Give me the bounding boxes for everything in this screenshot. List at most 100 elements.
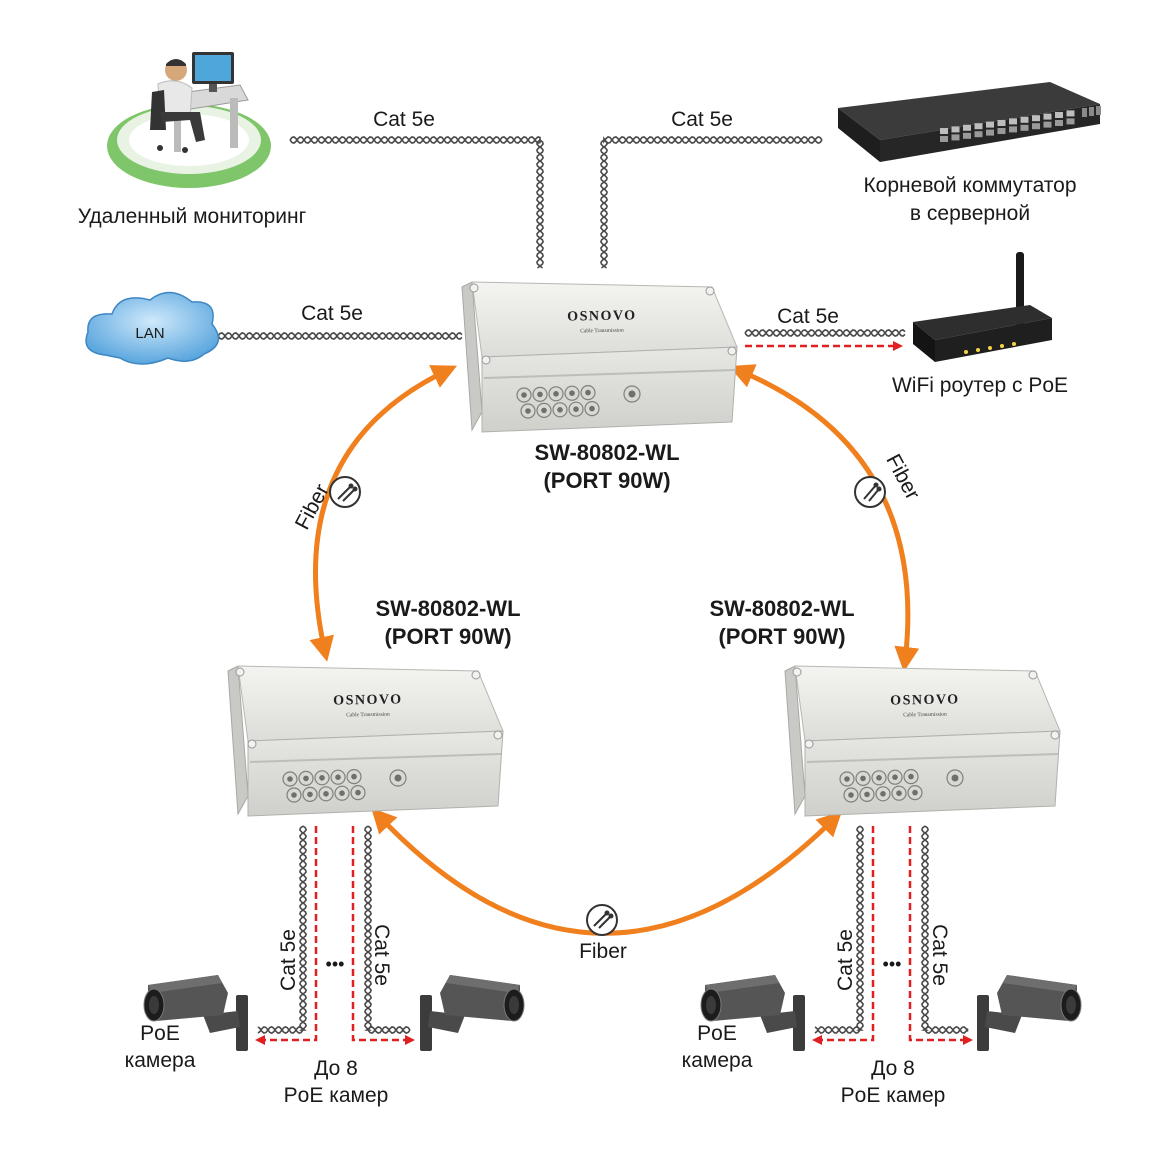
brand-tagline: Cable Transmission (346, 712, 390, 719)
cable-router (744, 329, 906, 337)
poe-camera-icon (977, 975, 1082, 1051)
brand-logo: OSNOVO (567, 308, 637, 324)
switch-model-top: SW-80802-WL (534, 440, 679, 465)
cat5e-label-top-left: Cat 5e (373, 108, 435, 131)
fiber-label-left: Fiber (291, 480, 334, 533)
cat5e-label-right-cam1: Cat 5e (834, 929, 857, 991)
lan-cloud-icon: LAN (85, 291, 220, 365)
poe-cameras (143, 975, 1082, 1051)
cat5e-label-right-cam2: Cat 5e (928, 924, 951, 986)
up-to-label-right-line2: PoE камер (841, 1084, 946, 1107)
switch-port (1055, 112, 1063, 118)
more-cameras-dots-left: ••• (326, 954, 345, 974)
cat5e-label-router: Cat 5e (777, 305, 839, 328)
switch-label-right: SW-80802-WL (PORT 90W) (709, 596, 854, 649)
fiber-connector-icon (586, 904, 618, 936)
cable-right-cam2 (921, 825, 969, 1035)
switch-port (951, 126, 960, 133)
switch-port (1020, 116, 1029, 123)
wifi-router-label: WiFi роутер с PoE (892, 374, 1068, 397)
switch-model-right: SW-80802-WL (709, 596, 854, 621)
switch-port (963, 132, 971, 139)
switch-port (1066, 110, 1075, 117)
poe-camera-label-left-line1: PoE (140, 1022, 180, 1045)
fiber-label-bottom: Fiber (579, 940, 627, 963)
switch-port (1009, 118, 1017, 125)
switch-port (1055, 120, 1063, 126)
poe-camera-label-left-line2: камера (125, 1049, 196, 1072)
switch-port (1032, 123, 1040, 130)
switch-label-left: SW-80802-WL (PORT 90W) (375, 596, 520, 649)
switch-label-top: SW-80802-WL (PORT 90W) (534, 440, 679, 493)
brand-tagline: Cable Transmission (580, 328, 624, 335)
enclosure-switch-right: OSNOVO Cable Transmission (784, 665, 1061, 817)
switch-port (1066, 118, 1075, 125)
root-switch-icon (838, 82, 1101, 162)
cat5e-label-lan: Cat 5e (301, 302, 363, 325)
up-to-label-left-line1: До 8 (314, 1057, 358, 1080)
switch-port (1032, 115, 1040, 122)
switch-port (940, 128, 948, 134)
switch-port-right: (PORT 90W) (718, 624, 845, 649)
lan-label: LAN (135, 325, 164, 342)
poe-arrow-left-cam2 (351, 826, 415, 1045)
poe-camera-icon (700, 975, 805, 1051)
switch-ports (940, 106, 1101, 142)
poe-arrows (255, 341, 973, 1045)
switch-sfp-port (1082, 108, 1087, 117)
switch-port (986, 121, 994, 128)
fiber-label-right: Fiber (881, 450, 924, 503)
switch-sfp-port (1089, 107, 1094, 116)
cable-lan (217, 332, 463, 340)
poe-arrow-left-cam1 (255, 826, 318, 1045)
root-switch-label-line1: Корневой коммутатор (863, 174, 1076, 197)
cable-monitoring (289, 136, 544, 269)
cable-left-cam1 (257, 825, 307, 1035)
poe-camera-icon (143, 975, 248, 1051)
switch-port (1009, 126, 1017, 133)
switch-port-left: (PORT 90W) (384, 624, 511, 649)
poe-arrow-right-cam2 (908, 826, 973, 1045)
root-switch-label-line2: в серверной (910, 202, 1030, 225)
enclosure-switch-left: OSNOVO Cable Transmission (227, 665, 504, 817)
remote-monitoring-label: Удаленный мониторинг (78, 205, 307, 228)
wifi-router-icon (913, 252, 1052, 362)
switch-port-top: (PORT 90W) (543, 468, 670, 493)
poe-camera-icon (420, 975, 525, 1051)
cable-root-switch (600, 136, 823, 269)
brand-logo: OSNOVO (333, 692, 403, 708)
switch-port (997, 120, 1006, 126)
fiber-connector-icon (854, 476, 886, 508)
switch-port (963, 124, 971, 131)
switch-port (951, 134, 960, 141)
poe-arrow-right-cam1 (812, 826, 875, 1045)
switch-port (940, 136, 948, 142)
copper-cables (217, 136, 969, 1035)
brand-tagline: Cable Transmission (903, 712, 947, 719)
switch-port (997, 128, 1006, 134)
switch-port (974, 131, 983, 138)
enclosure-switch-top: OSNOVO Cable Transmission (461, 281, 738, 433)
cable-left-cam2 (364, 825, 411, 1034)
cat5e-label-left-cam1: Cat 5e (277, 929, 300, 991)
fiber-link-left (309, 365, 458, 662)
switch-sfp-port (1096, 106, 1101, 115)
switch-model-left: SW-80802-WL (375, 596, 520, 621)
switch-port (1043, 121, 1052, 128)
more-cameras-dots-right: ••• (883, 954, 902, 974)
brand-logo: OSNOVO (890, 692, 960, 708)
monitoring-workstation-icon (107, 52, 271, 188)
up-to-label-left-line2: PoE камер (284, 1084, 389, 1107)
switch-port (1020, 124, 1029, 131)
cable-right-cam1 (814, 825, 864, 1035)
switch-port (1043, 113, 1052, 120)
poe-camera-label-right-line2: камера (682, 1049, 753, 1072)
switch-port (974, 123, 983, 130)
cat5e-label-top-right: Cat 5e (671, 108, 733, 131)
switch-port (986, 129, 994, 136)
fiber-connector-icon (329, 476, 361, 508)
cat5e-label-left-cam2: Cat 5e (370, 924, 393, 986)
up-to-label-right-line1: До 8 (871, 1057, 915, 1080)
